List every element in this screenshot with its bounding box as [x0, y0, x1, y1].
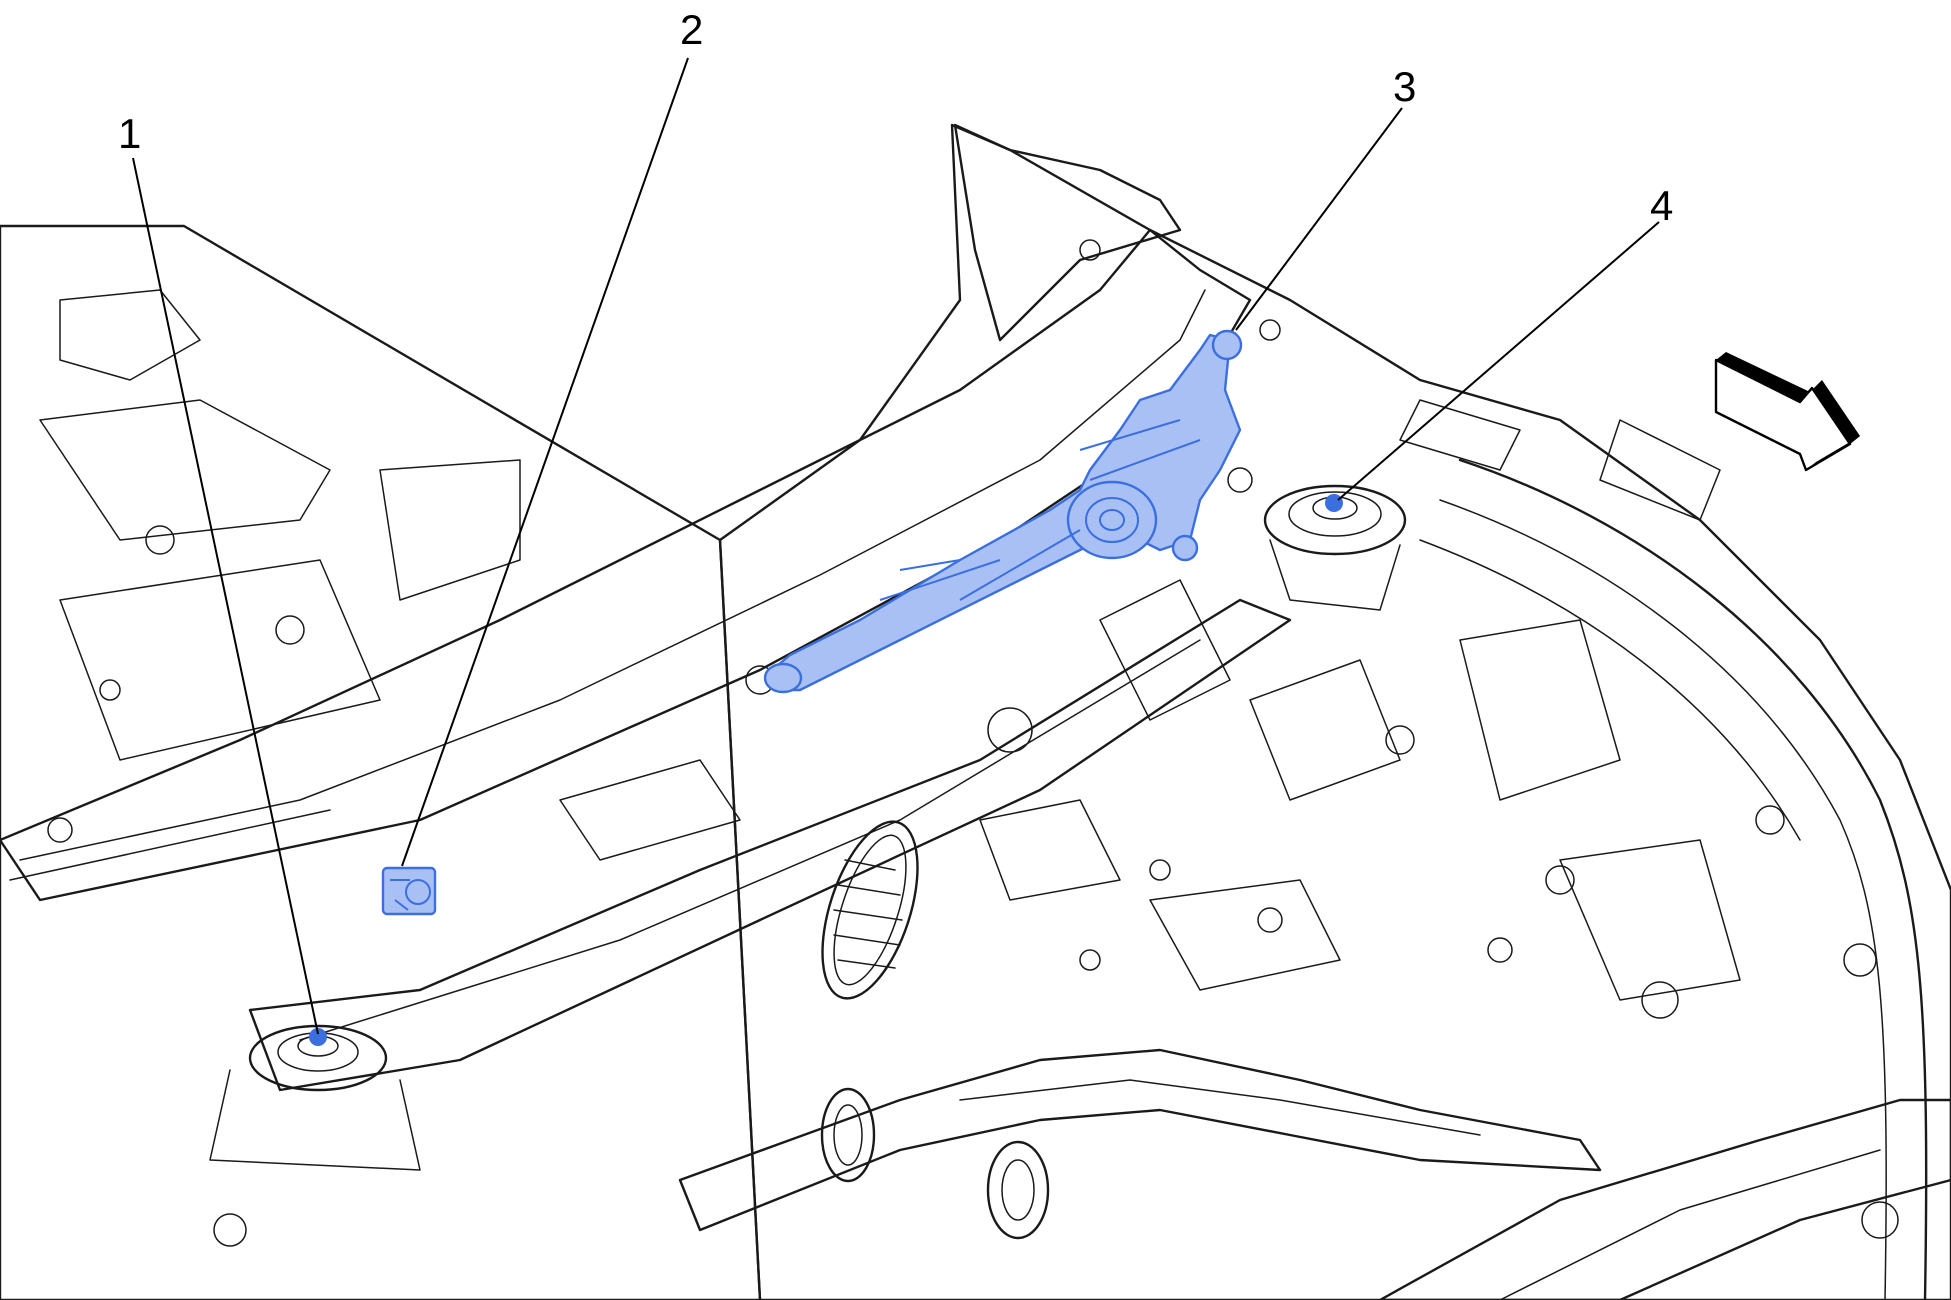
strut-mount-nuts [309, 494, 1343, 1046]
lower-tube-assembly [678, 1048, 1602, 1232]
access-hole [821, 820, 919, 1000]
left-body-panel [0, 224, 762, 1300]
callout-2: 2 [680, 6, 703, 53]
forward-arrow-icon [1714, 352, 1860, 472]
crossmember-beam [0, 228, 1252, 902]
upper-cowl-panel [953, 123, 1182, 342]
callout-4: 4 [1650, 182, 1673, 229]
lower-frame-beam [248, 598, 1292, 1092]
main-body-structure [718, 123, 1951, 1300]
wiper-motor-assembly [763, 329, 1243, 694]
left-strut-tower [209, 1024, 421, 1171]
callout-1: 1 [118, 110, 141, 157]
sensor-bracket [381, 866, 437, 916]
rear-subframe [1378, 1098, 1951, 1300]
bushing-clamps [820, 1087, 1050, 1240]
right-strut-tower [1263, 484, 1407, 611]
leader-lines [132, 57, 1660, 1035]
callout-3: 3 [1393, 63, 1416, 110]
fastener-holes [47, 239, 1899, 1247]
vehicle-structure [0, 123, 1951, 1300]
